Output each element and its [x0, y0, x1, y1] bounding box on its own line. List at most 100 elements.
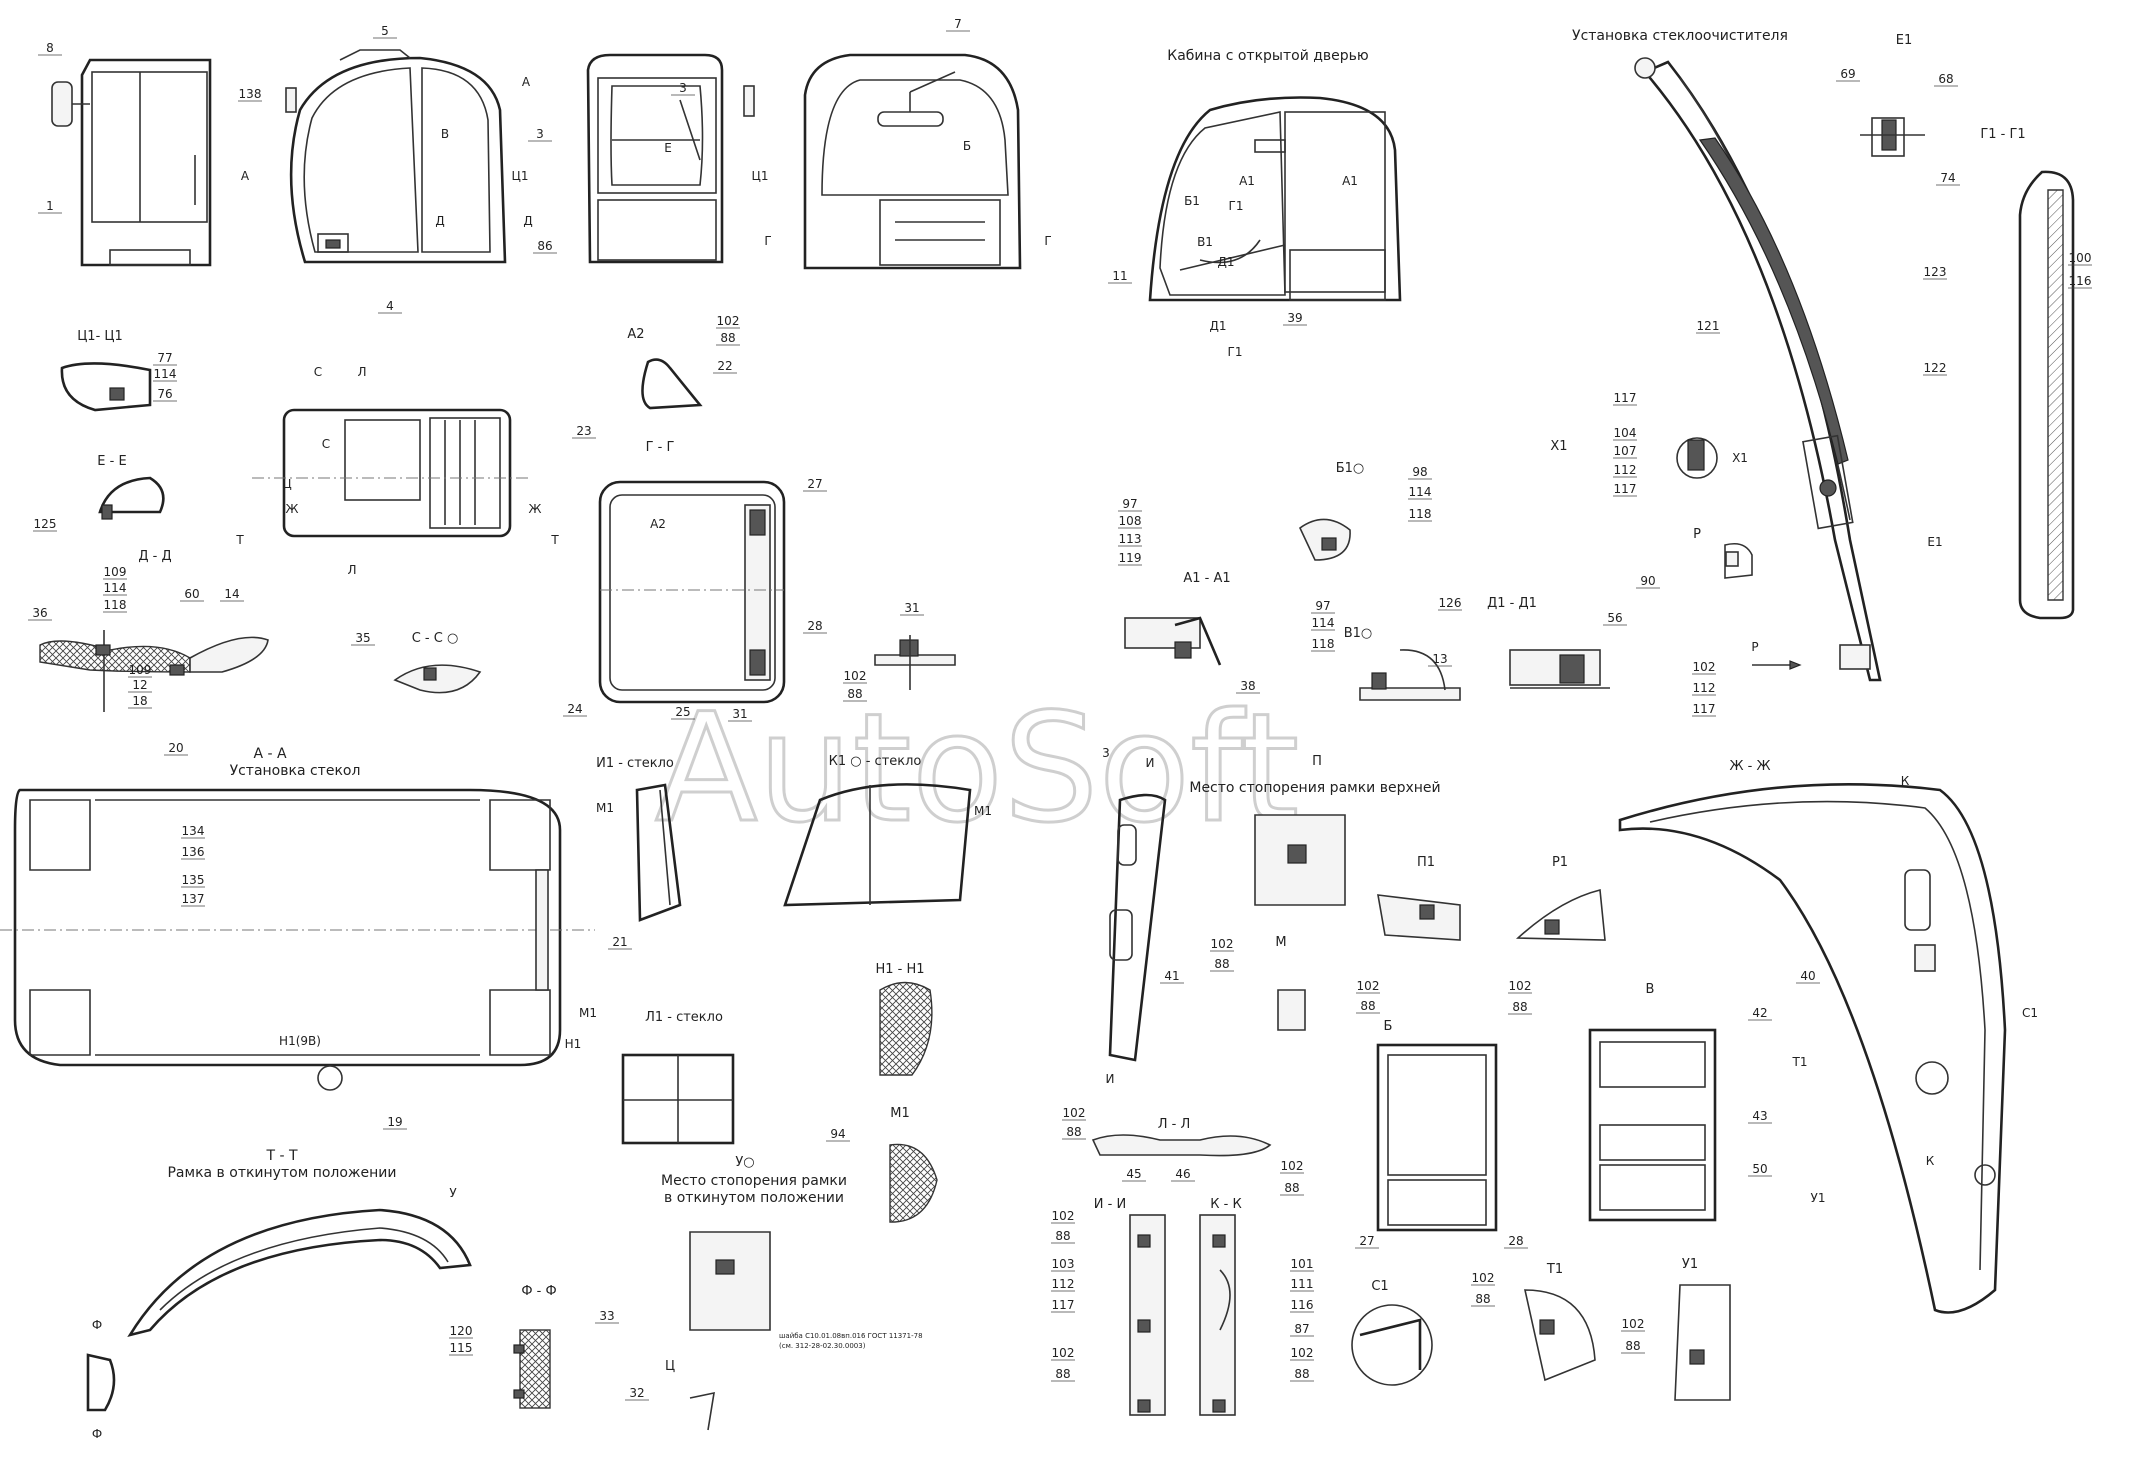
- part-callout: 86: [537, 239, 552, 253]
- section-mark: Ж: [286, 502, 299, 516]
- detail-x1: [1676, 437, 1718, 479]
- section-c1-c1: [60, 362, 152, 412]
- section-mark: Д1: [1209, 319, 1226, 333]
- part-callout: 88: [1625, 1339, 1640, 1353]
- part-callout: 102: [1211, 937, 1234, 951]
- part-callout: 118: [1312, 637, 1335, 651]
- part-callout: 4: [386, 299, 394, 313]
- section-label: М: [1275, 935, 1286, 950]
- part-callout: 28: [1508, 1234, 1523, 1248]
- view-v: [1588, 1028, 1717, 1222]
- section-k-k: [1199, 1214, 1236, 1416]
- detail-b1: [1298, 518, 1351, 561]
- section-mark: Г1: [1229, 199, 1244, 213]
- part-callout: 5: [381, 24, 389, 38]
- part-callout: 7: [954, 17, 962, 31]
- section-label: Л1 - стекло: [645, 1010, 723, 1025]
- part-callout: 138: [239, 87, 262, 101]
- section-mark: Т: [550, 533, 559, 547]
- part-callout: 12: [132, 678, 147, 692]
- part-callout: 118: [1409, 507, 1432, 521]
- glass-k1: [783, 783, 972, 907]
- part-callout: 25: [675, 705, 690, 719]
- section-mark: Б1: [1184, 194, 1200, 208]
- part-callout: 112: [1614, 463, 1637, 477]
- part-callout: 102: [1052, 1209, 1075, 1223]
- part-callout: 88: [1066, 1125, 1081, 1139]
- section-label: У1: [1682, 1257, 1698, 1272]
- part-callout: 135: [182, 873, 205, 887]
- detail-m1: [889, 1143, 938, 1223]
- detail-ts: [689, 1391, 715, 1431]
- part-callout: 116: [2069, 274, 2092, 288]
- section-mark: Ц1: [752, 169, 769, 183]
- part-callout: Н1(9В): [279, 1034, 321, 1048]
- section-g1-g1: [2018, 170, 2075, 620]
- glass-i1: [635, 783, 682, 922]
- part-callout: 88: [1360, 999, 1375, 1013]
- view-title: Рамка в откинутом положении: [167, 1165, 396, 1181]
- section-mark: В: [441, 127, 449, 141]
- part-callout: 60: [184, 587, 199, 601]
- view-title: Место стопорения рамки верхней: [1189, 780, 1440, 796]
- part-callout: 3: [536, 127, 544, 141]
- section-mark: Ж: [529, 502, 542, 516]
- section-g-g: [598, 480, 786, 704]
- section-mark: У: [449, 1186, 457, 1200]
- part-callout: 22: [717, 359, 732, 373]
- section-e-e: [98, 476, 165, 520]
- part-callout: 121: [1697, 319, 1720, 333]
- part-callout: 31: [904, 601, 919, 615]
- cab-side-view-left: [285, 49, 507, 264]
- part-callout: 77: [157, 351, 172, 365]
- part-callout: 102: [844, 669, 867, 683]
- part-callout: 27: [807, 477, 822, 491]
- section-label: А2: [627, 327, 644, 342]
- part-callout: 98: [1412, 465, 1427, 479]
- section-label: Т1: [1546, 1262, 1563, 1277]
- part-callout: Х1: [1732, 451, 1748, 465]
- detail-u1: [1674, 1284, 1731, 1401]
- section-label: В1○: [1344, 626, 1373, 641]
- part-callout: 45: [1126, 1167, 1141, 1181]
- part-callout: 109: [129, 663, 152, 677]
- cab-front-view: [51, 58, 212, 267]
- part-callout: 102: [1291, 1346, 1314, 1360]
- part-callout: 107: [1614, 444, 1637, 458]
- part-callout: 88: [1475, 1292, 1490, 1306]
- part-callout: 31: [732, 707, 747, 721]
- part-callout: 74: [1940, 171, 1955, 185]
- part-callout: 104: [1614, 426, 1637, 440]
- section-mark: Д: [523, 214, 532, 228]
- detail-p1: [1377, 894, 1461, 941]
- part-callout: 126: [1439, 596, 1462, 610]
- part-callout: Н1: [565, 1037, 582, 1051]
- part-callout: 102: [1281, 1159, 1304, 1173]
- part-callout: Р: [1751, 640, 1758, 654]
- section-t-t: [127, 1208, 472, 1338]
- section-mark: 3: [1102, 746, 1110, 760]
- section-label: Ж - Ж: [1730, 759, 1771, 774]
- section-label: К - К: [1210, 1197, 1241, 1212]
- view-title: Место стопорения рамки: [661, 1173, 847, 1189]
- part-callout: К: [1901, 774, 1910, 788]
- part-callout: 111: [1291, 1277, 1314, 1291]
- section-label: И - И: [1094, 1197, 1126, 1212]
- section-mark: Т: [235, 533, 244, 547]
- section-label: Е - Е: [97, 454, 126, 469]
- part-callout: 114: [154, 367, 177, 381]
- detail-c1: [1351, 1304, 1433, 1386]
- part-callout: 134: [182, 824, 205, 838]
- part-callout: 88: [720, 331, 735, 345]
- part-callout: 46: [1175, 1167, 1190, 1181]
- section-f-f-left: [86, 1353, 116, 1412]
- section-label: Ф - Ф: [521, 1284, 556, 1299]
- part-callout: К: [1926, 1154, 1935, 1168]
- part-callout: 114: [1409, 485, 1432, 499]
- part-callout: 136: [182, 845, 205, 859]
- part-callout: 36: [32, 606, 47, 620]
- part-callout: 68: [1938, 72, 1953, 86]
- section-label: Д1 - Д1: [1487, 596, 1537, 611]
- section-mark: Г: [1044, 234, 1051, 248]
